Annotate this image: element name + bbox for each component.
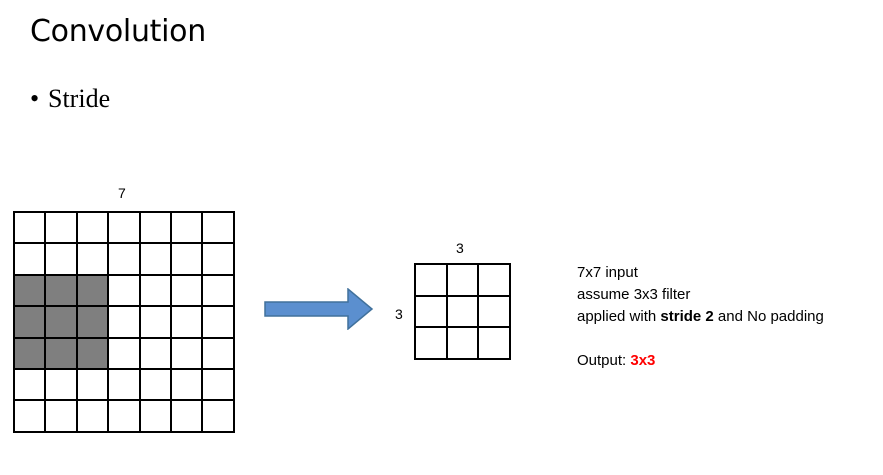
note-filter: assume 3x3 filter [577,286,691,303]
filter-cell [77,275,110,308]
output-cell [416,296,448,329]
input-cell [171,338,204,370]
input-cell [140,401,172,433]
input-cell [171,401,204,433]
filter-cell [46,307,78,339]
output-size-label-top: 3 [456,240,464,256]
note-stride: applied with stride 2 and No padding [577,306,824,328]
input-cell [46,401,78,433]
filter-cell [46,275,78,308]
output-cell [479,265,512,297]
output-size-label-side: 3 [395,306,403,322]
input-cell [171,369,204,402]
input-cell [203,307,235,339]
input-cell [46,244,78,276]
input-cell [109,307,141,339]
input-cell [77,369,110,402]
filter-cell [15,275,47,308]
slide-title: Convolution [30,14,206,49]
input-cell [109,369,141,402]
output-cell [416,328,448,361]
filter-cell [15,338,47,370]
input-cell [140,338,172,370]
input-cell [77,244,110,276]
input-cell [171,307,204,339]
input-cell [140,307,172,339]
input-cell [46,369,78,402]
output-cell [447,296,480,329]
input-cell [77,401,110,433]
note-stride-value: stride 2 [660,308,714,325]
input-cell [171,275,204,308]
input-cell [15,401,47,433]
output-cell [416,265,448,297]
input-cell [109,338,141,370]
input-cell [203,401,235,433]
filter-cell [77,338,110,370]
note-output: Output: 3x3 [577,350,824,372]
output-cell [447,328,480,361]
input-cell [109,275,141,308]
input-cell [109,401,141,433]
input-cell [15,244,47,276]
bullet-item: • Stride [30,84,110,114]
input-cell [46,213,78,245]
input-cell [140,369,172,402]
input-cell [15,369,47,402]
input-size-label: 7 [118,185,126,201]
output-cell [479,328,512,361]
input-grid [13,211,235,433]
input-cell [171,244,204,276]
bullet-dot-icon: • [30,84,40,113]
input-cell [203,275,235,308]
output-label: Output: [577,352,631,369]
note-input: 7x7 input [577,264,638,281]
output-cell [447,265,480,297]
filter-cell [77,307,110,339]
filter-cell [46,338,78,370]
input-cell [203,213,235,245]
output-cell [479,296,512,329]
input-cell [109,244,141,276]
input-cell [140,244,172,276]
bullet-text: Stride [48,84,111,113]
input-cell [15,213,47,245]
input-cell [140,275,172,308]
input-cell [203,338,235,370]
filter-cell [15,307,47,339]
right-arrow-icon [264,288,374,330]
input-cell [171,213,204,245]
input-cell [203,244,235,276]
note-stride-prefix: applied with [577,308,661,325]
input-cell [203,369,235,402]
explanation-notes: 7x7 input assume 3x3 filter applied with… [577,262,824,372]
input-cell [109,213,141,245]
output-grid [414,263,512,361]
input-cell [77,213,110,245]
output-value: 3x3 [630,352,656,369]
note-stride-suffix: and No padding [713,308,824,325]
input-cell [140,213,172,245]
